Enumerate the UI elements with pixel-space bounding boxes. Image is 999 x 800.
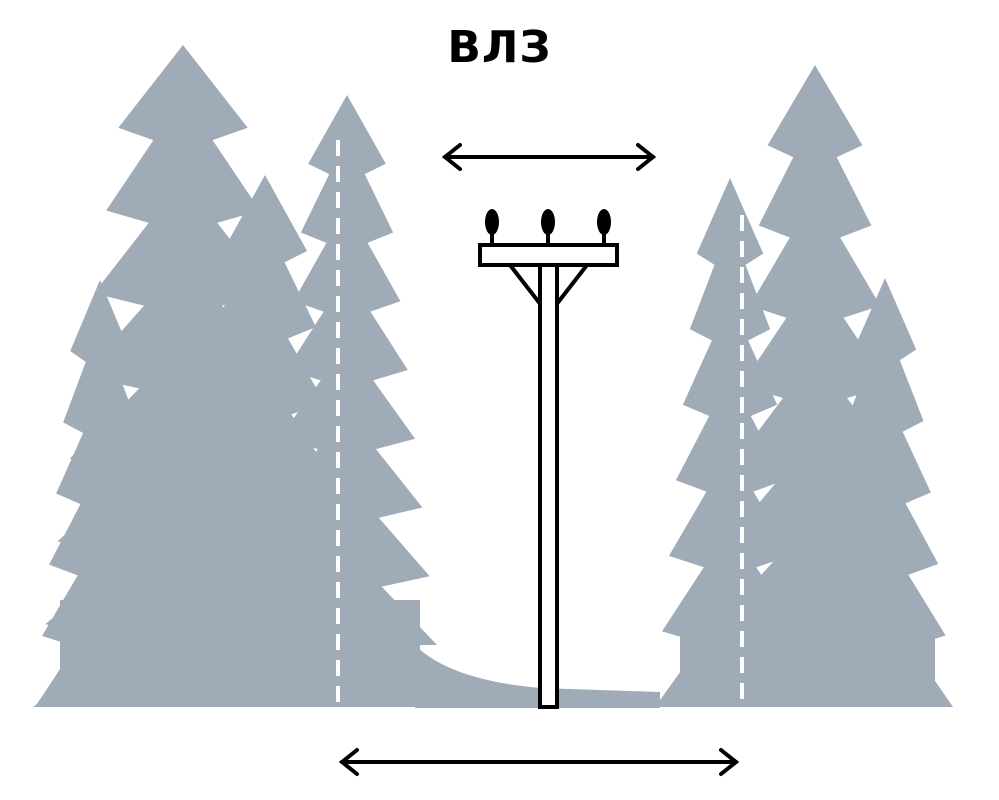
bottom-width-arrow — [338, 748, 740, 776]
power-pole — [478, 232, 619, 709]
clearing-ground — [415, 645, 660, 708]
insulator-icon — [485, 209, 499, 235]
diagram-title: ВЛЗ — [447, 22, 552, 73]
forest-base — [60, 600, 420, 707]
spruce-tree — [257, 95, 437, 645]
insulators — [485, 209, 611, 235]
spruce-tree — [817, 278, 953, 707]
forest-base — [680, 620, 935, 707]
spruce-tree — [170, 175, 360, 707]
top-width-arrow — [441, 143, 657, 171]
insulator-icon — [597, 209, 611, 235]
spruce-tree — [655, 178, 805, 707]
insulator-icon — [541, 209, 555, 235]
forest — [33, 45, 953, 707]
